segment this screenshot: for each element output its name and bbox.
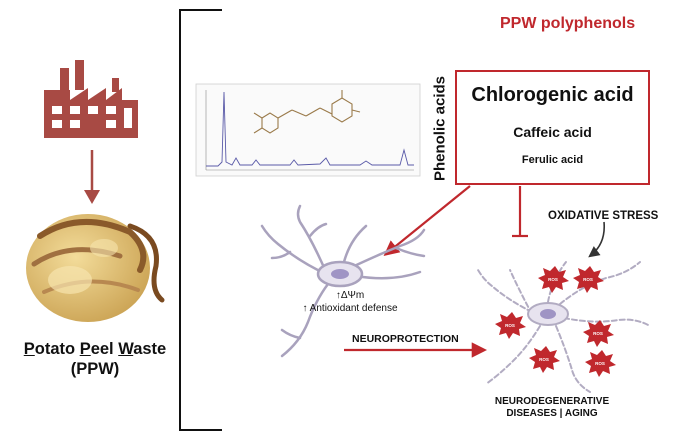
ros-burst-icon	[495, 312, 526, 339]
ppw-name-text: Potato Peel Waste	[23, 340, 167, 358]
molecule-image	[253, 90, 361, 134]
arrow-factory-to-potato	[84, 150, 100, 204]
inhibition-line	[512, 186, 528, 238]
neuroprotection-label: NEUROPROTECTION	[352, 333, 459, 345]
ros-label: ROS	[593, 331, 603, 336]
bracket	[179, 9, 222, 431]
neurodegenerative-line1: NEURODEGENERATIVE	[494, 396, 610, 407]
polyphenol-box	[455, 70, 650, 185]
neurodegenerative-line2: DISEASES | AGING	[506, 408, 598, 419]
potato-peel-waste-label: Potato Peel Waste (PPW)	[0, 339, 190, 379]
ros-label: ROS	[548, 277, 558, 282]
ros-burst-icon	[573, 266, 604, 293]
ros-burst-icon	[538, 266, 569, 293]
ros-burst-group	[495, 266, 616, 377]
chromatogram-image	[195, 83, 421, 177]
factory-icon	[44, 60, 138, 138]
oxidative-stress-label: OXIDATIVE STRESS	[548, 210, 659, 222]
neurodegenerative-label: NEURODEGENERATIVE DISEASES | AGING	[492, 396, 612, 420]
ros-burst-icon	[529, 346, 560, 373]
ppw-name-line2: (PPW)	[70, 360, 120, 378]
caffeic-acid-label: Caffeic acid	[513, 124, 592, 140]
ros-burst-icon	[583, 320, 614, 347]
phenolic-acids-label: Phenolic acids	[431, 75, 449, 182]
arrow-box-to-neuron	[383, 185, 471, 256]
ros-label: ROS	[505, 323, 515, 328]
ros-label: ROS	[539, 357, 549, 362]
ros-burst-icon	[585, 350, 616, 377]
potato-peel-image	[26, 214, 165, 322]
chlorogenic-acid-label: Chlorogenic acid	[471, 84, 634, 106]
ros-label: ROS	[583, 277, 593, 282]
stress-arrow	[588, 221, 606, 258]
neuron-damaged-image	[477, 261, 651, 393]
antioxidant-defense-label: ↑ Antioxidant defense	[302, 303, 398, 314]
ppw-polyphenols-title: PPW polyphenols	[500, 15, 636, 32]
ros-label: ROS	[595, 361, 605, 366]
ferulic-acid-label: Ferulic acid	[521, 154, 584, 166]
ppw-name-line1: Potato Peel Waste	[0, 339, 190, 359]
neuron-healthy-image	[260, 204, 426, 358]
membrane-potential-label: ↑ΔΨm	[335, 290, 365, 301]
